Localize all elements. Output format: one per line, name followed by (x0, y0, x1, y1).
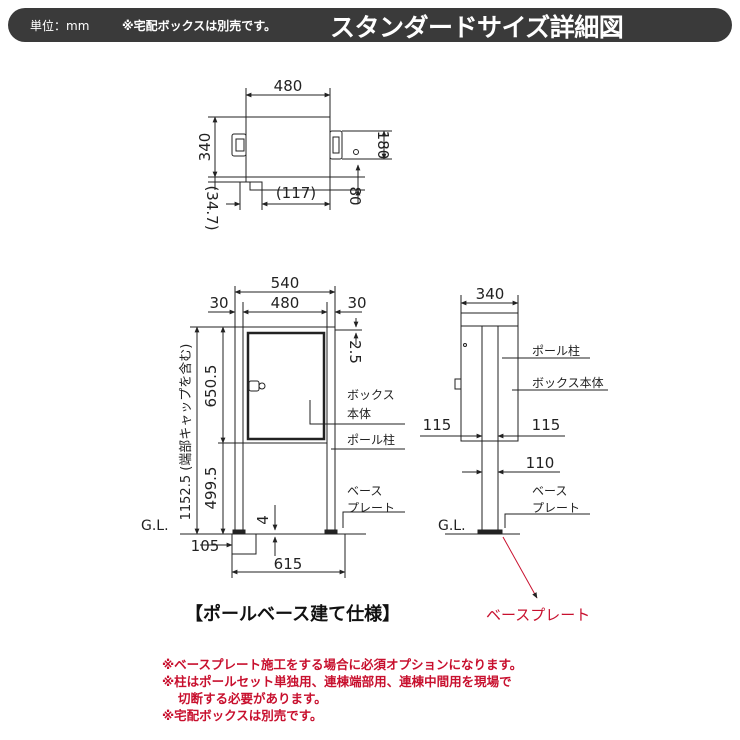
front-total-height: 1152.5 (端部キャップを含む) (178, 344, 194, 521)
side-box-body (460, 312, 519, 442)
top-view-right-handle (329, 130, 343, 160)
front-key-lock (248, 380, 260, 392)
front-left-post (234, 326, 244, 531)
top-view-left-handle (231, 133, 247, 157)
front-base-width: 615 (274, 555, 303, 573)
top-view-left-handle-inner (235, 138, 245, 152)
front-view (180, 286, 405, 578)
front-top-gap: 2.5 (346, 340, 364, 364)
base-plate-callout-line (502, 536, 538, 599)
note-line-3: 切断する必要があります。 (178, 691, 327, 706)
front-label-pole: ポール柱 (347, 432, 395, 447)
front-right-post (326, 326, 336, 531)
front-box-door (246, 331, 326, 441)
front-base-offset: 105 (191, 537, 220, 555)
notes: ※ベースプレート施工をする場合に必須オプションになります。 ※柱はポールセット単… (162, 656, 522, 724)
side-left-offset: 115 (423, 416, 452, 434)
header-bar (8, 8, 732, 42)
front-label-box-body-1: ボックス (347, 388, 395, 402)
front-gl-label: G.L. (141, 518, 169, 534)
header-note: ※宅配ボックスは別売です。 (122, 19, 277, 33)
note-line-1: ※ベースプレート施工をする場合に必須オプションになります。 (162, 657, 523, 672)
side-right-offset: 115 (532, 416, 561, 434)
front-left-margin: 30 (209, 294, 228, 312)
side-depth-label: 340 (476, 285, 505, 303)
base-plate-callout: ベースプレート (486, 606, 591, 624)
front-label-box-body-2: 本体 (347, 407, 371, 421)
note-line-4: ※宅配ボックスは別売です。 (162, 708, 323, 723)
front-box-body (242, 326, 328, 444)
top-below-label: 80 (346, 186, 364, 205)
side-handle (454, 378, 462, 390)
unit-label: 単位：mm (30, 19, 90, 33)
top-height-label: 340 (196, 133, 214, 162)
side-label-box-body: ボックス本体 (532, 376, 604, 390)
front-inner-width: 480 (271, 294, 300, 312)
page-title: スタンダードサイズ詳細図 (330, 13, 624, 42)
front-base-gap: 4 (254, 515, 272, 525)
top-offset-label: (117) (276, 184, 316, 202)
front-right-margin: 30 (347, 294, 366, 312)
caption: 【ポールベース建て仕様】 (185, 604, 401, 625)
top-view-step (245, 177, 263, 191)
top-view-right-handle-inner (332, 136, 340, 154)
side-pole (481, 325, 499, 531)
note-line-2: ※柱はポールセット単独用、連棟端部用、連棟中間用を現場で (162, 674, 512, 689)
key-icon (258, 382, 266, 390)
front-base-block (231, 533, 257, 555)
top-width-label: 480 (274, 77, 303, 95)
side-view (420, 295, 608, 535)
top-right-height-label: 180 (374, 131, 392, 160)
side-label-base-2: プレート (532, 501, 580, 515)
top-view (208, 88, 392, 210)
side-gl-label: G.L. (438, 518, 466, 534)
side-label-pole: ポール柱 (532, 343, 580, 358)
front-label-base-2: プレート (347, 501, 395, 515)
top-view-box (245, 116, 331, 178)
top-view-knob (353, 149, 359, 155)
front-lower-height: 499.5 (202, 467, 220, 510)
front-label-base-1: ベース (347, 484, 382, 498)
front-overall-width: 540 (271, 274, 300, 292)
side-label-base-1: ベース (532, 484, 567, 498)
side-pole-width: 110 (526, 454, 555, 472)
front-box-height: 650.5 (202, 365, 220, 408)
top-left-small-label: (34.7) (203, 185, 221, 230)
